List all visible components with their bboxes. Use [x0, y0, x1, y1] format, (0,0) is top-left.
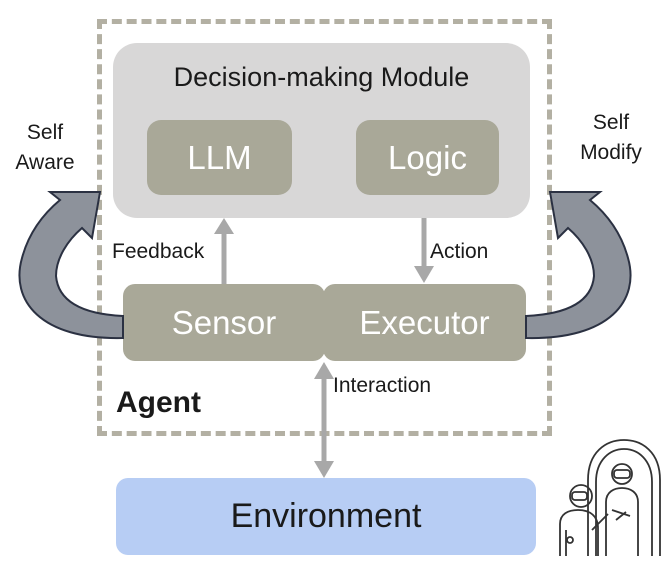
self-aware-label: Self Aware	[10, 118, 80, 178]
sensor-box: Sensor	[123, 284, 325, 361]
executor-box: Executor	[323, 284, 526, 361]
self-modify-line2: Modify	[580, 141, 642, 164]
logic-box: Logic	[356, 120, 499, 195]
self-aware-line1: Self	[26, 121, 64, 144]
decision-module-title: Decision-making Module	[173, 62, 470, 92]
feedback-arrow	[214, 218, 234, 284]
self-modify-label: Self Modify	[570, 108, 652, 168]
agent-label: Agent	[116, 386, 201, 419]
environment-box: Environment	[116, 478, 536, 555]
robot-mirror-icon	[559, 439, 661, 556]
llm-box: LLM	[147, 120, 292, 195]
action-arrow	[414, 218, 434, 283]
interaction-arrow	[314, 362, 334, 478]
self-aware-loop-arrow	[18, 191, 124, 340]
feedback-label: Feedback	[112, 240, 205, 263]
self-modify-line1: Self	[592, 111, 630, 134]
self-aware-line2: Aware	[15, 151, 75, 174]
action-label: Action	[430, 240, 489, 263]
interaction-label: Interaction	[333, 374, 432, 397]
self-modify-loop-arrow	[525, 191, 632, 340]
